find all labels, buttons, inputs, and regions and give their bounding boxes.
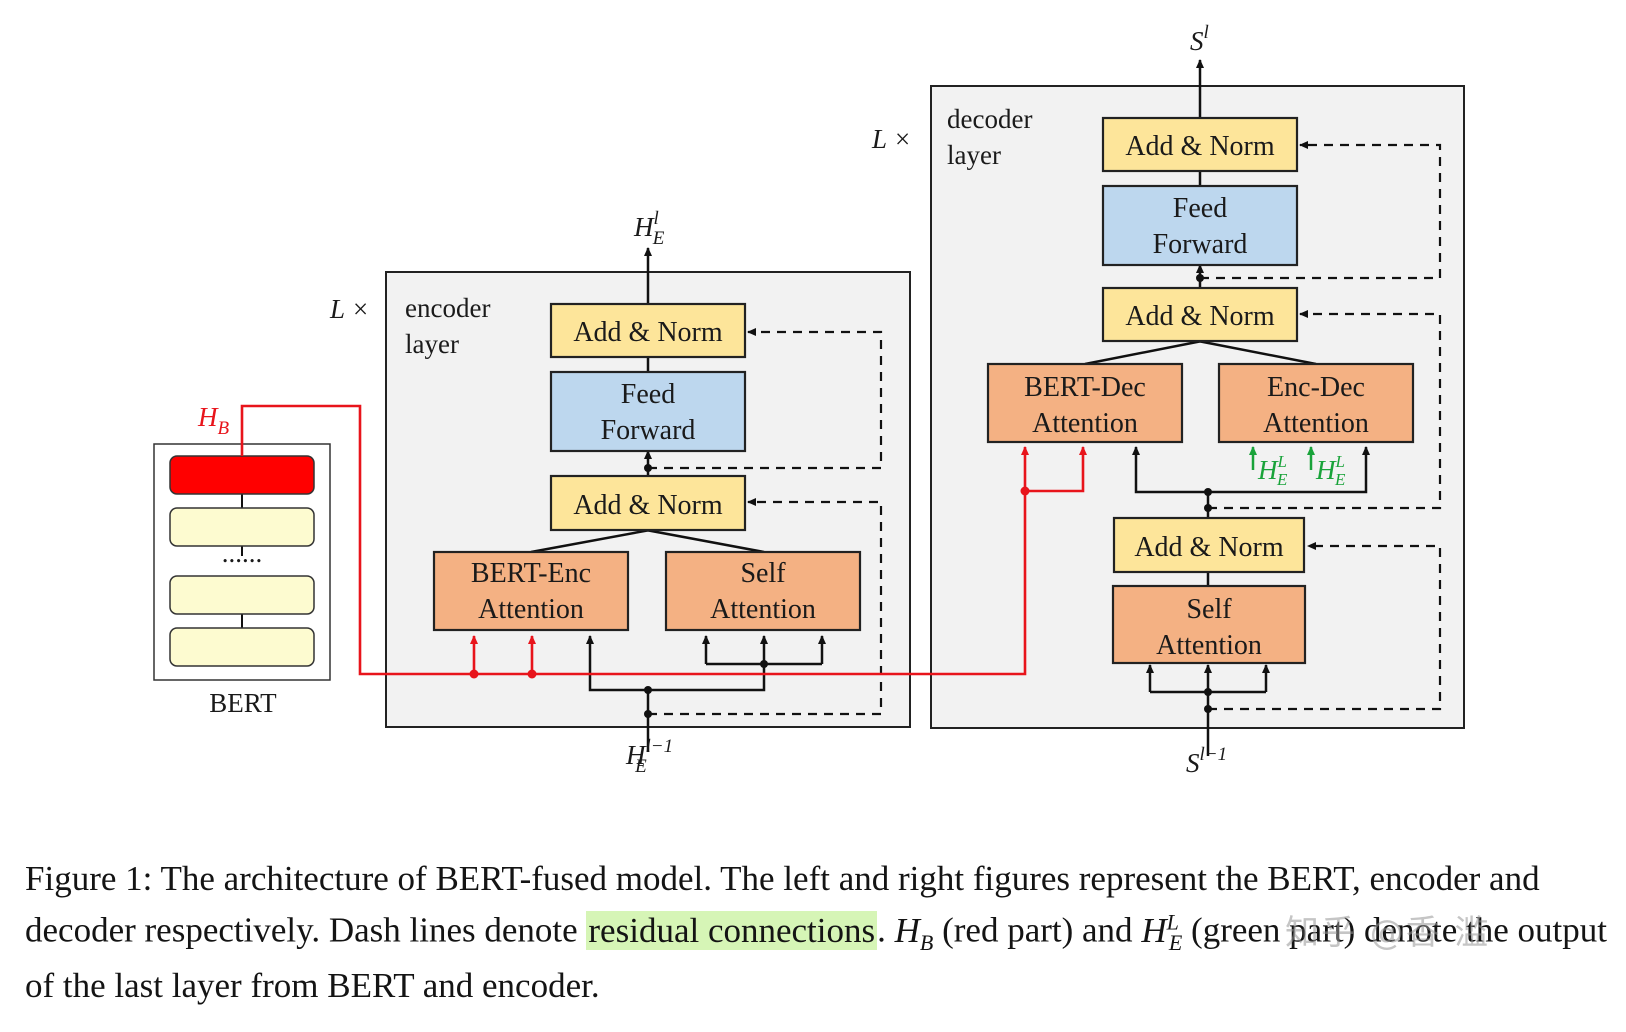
decoder-add-norm-bottom-label: Add & Norm bbox=[1134, 532, 1284, 563]
decoder-repeat-label: L × bbox=[871, 124, 912, 154]
encoder-feed-forward bbox=[549, 370, 747, 453]
encoder-add-norm-bottom-label: Add & Norm bbox=[573, 490, 723, 521]
bert-top-layer bbox=[169, 455, 315, 495]
encoder-add-norm-bottom bbox=[549, 474, 747, 532]
decoder-add-norm-mid bbox=[1101, 286, 1299, 343]
encoder-add-norm-top bbox=[549, 302, 747, 359]
decoder-self-attention bbox=[1111, 584, 1307, 665]
encoder-self-attention bbox=[664, 550, 862, 632]
decoder-add-norm-top bbox=[1101, 116, 1299, 173]
bert-layer bbox=[169, 507, 315, 547]
caption-text: (green part) denote the output of the la… bbox=[25, 910, 1607, 1005]
decoder-add-norm-top-label: Add & Norm bbox=[1125, 131, 1275, 162]
decoder-input-label: Sl−1 bbox=[1186, 744, 1227, 778]
bert-layer bbox=[169, 627, 315, 667]
bert-output-label: HB bbox=[197, 402, 230, 439]
bert-layer bbox=[169, 575, 315, 615]
decoder-bert-dec-attention bbox=[986, 362, 1184, 444]
encoder-bert-enc-attention bbox=[432, 550, 630, 632]
encoder-repeat-label: L × bbox=[329, 294, 370, 324]
bert-ellipsis: ...... bbox=[222, 538, 263, 568]
caption-text: Figure 1: The architecture of BERT-fused… bbox=[25, 859, 1540, 950]
caption-text: (red part) and bbox=[933, 910, 1142, 950]
caption-hb-symbol: HB bbox=[894, 910, 934, 955]
decoder-add-norm-mid-label: Add & Norm bbox=[1125, 301, 1275, 332]
bert-label: BERT bbox=[209, 688, 277, 718]
decoder-add-norm-bottom bbox=[1112, 516, 1306, 574]
bert-output-path bbox=[240, 404, 1087, 679]
caption-he-symbol: HLE bbox=[1141, 909, 1183, 955]
encoder-add-norm-top-label: Add & Norm bbox=[573, 317, 723, 348]
figure-caption: Figure 1: The architecture of BERT-fused… bbox=[25, 857, 1615, 1007]
decoder-feed-forward bbox=[1101, 184, 1299, 267]
decoder-enc-dec-attention bbox=[1217, 362, 1415, 444]
caption-text: . bbox=[877, 910, 895, 950]
bert-stack: ...... BERT HB bbox=[153, 402, 331, 718]
caption-highlight: residual connections bbox=[586, 910, 878, 950]
decoder-output-label: Sl bbox=[1190, 22, 1209, 56]
watermark: 知乎 @香 滥 bbox=[1285, 913, 1491, 953]
